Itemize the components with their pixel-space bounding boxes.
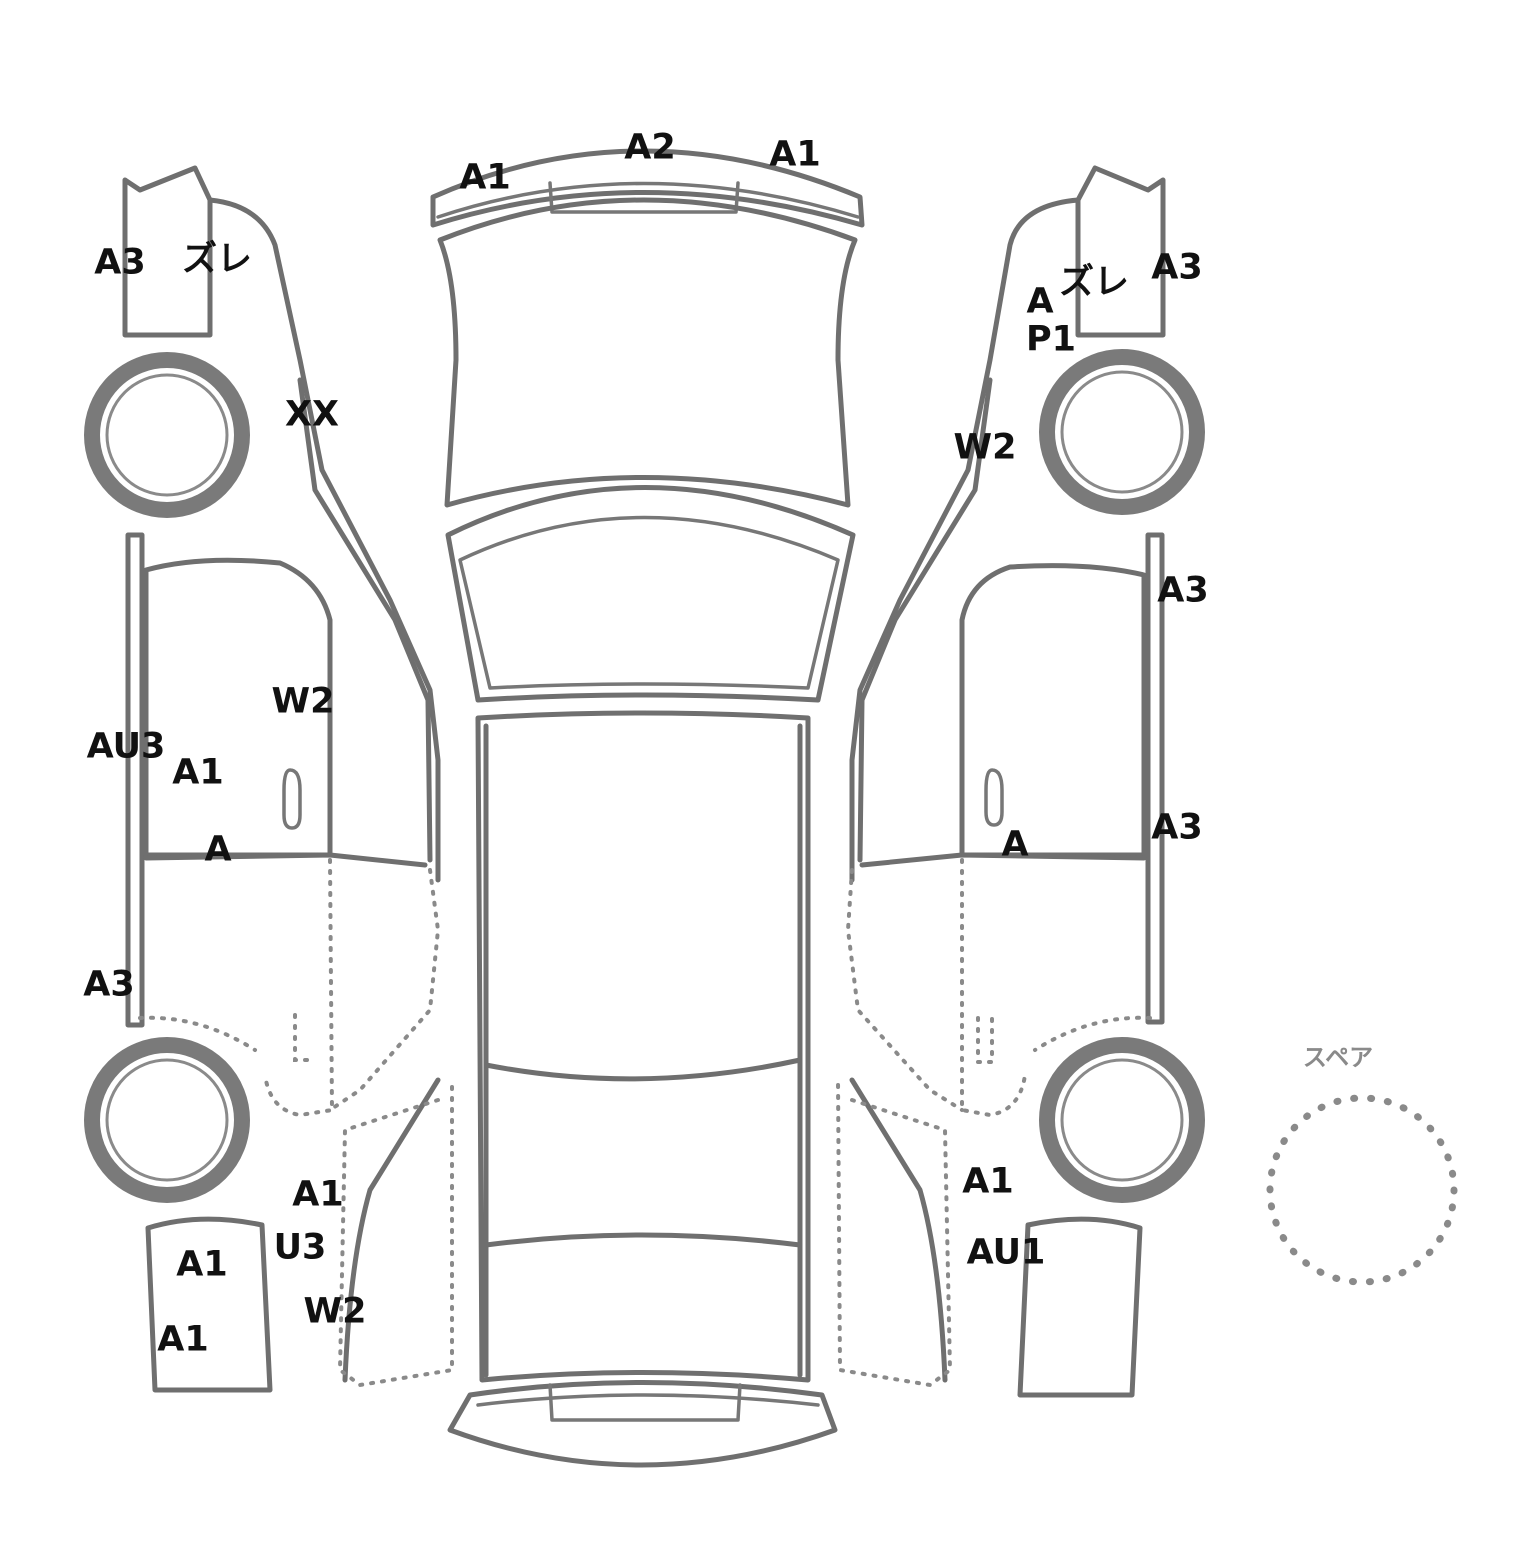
right-rear-door-dotted [960,858,1027,1118]
damage-mark-left-front-door-window: W2 [271,681,335,722]
left-pillar-line [297,377,433,863]
damage-mark-roof-front-left: A1 [459,157,511,198]
damage-mark-left-fender-misalign: ズレ [181,239,253,280]
right-rear-arch-dotted [1033,1015,1152,1052]
left-door-handle [282,768,302,830]
damage-mark-right-fender-a: A [1026,281,1054,322]
front-bumper-grille [436,181,860,219]
left-front-rim [105,373,229,497]
right-front-door [959,563,1147,858]
right-front-rim [1060,370,1184,494]
damage-mark-left-rear-rocker: A3 [83,964,135,1005]
damage-mark-left-fender-outer: A3 [94,242,146,283]
damage-mark-left-rear-quarter-a: A1 [292,1174,344,1215]
rear-window-bottom [483,1232,803,1248]
damage-mark-right-front-door-lower: A [1001,824,1029,865]
left-front-door [143,557,333,858]
top-view [430,148,865,1468]
damage-mark-left-rocker: AU3 [86,726,166,767]
rear-bumper [447,1380,838,1468]
left-rear-bumper [145,1216,273,1393]
damage-mark-left-rear-window: W2 [303,1291,367,1332]
left-rear-quarter-dotted [337,1078,454,1388]
damage-mark-right-windshield: W2 [953,427,1017,468]
damage-mark-right-rear-bumper: AU1 [966,1232,1046,1273]
left-front-tire [84,352,250,518]
damage-mark-left-rear-quarter-u: U3 [273,1227,327,1268]
left-rear-arch-dotted [138,1015,257,1052]
spare-tire-dotted-circle [1266,1094,1458,1286]
damage-mark-right-fender-paint: P1 [1025,319,1077,360]
spare-tire [1266,1094,1458,1286]
left-rear-door-dotted [263,858,335,1118]
right-rear-tire [1039,1037,1205,1203]
damage-mark-left-front-door-lower: A [204,829,232,870]
right-rear-rim [1060,1058,1184,1182]
left-belt-line [143,852,428,868]
damage-mark-left-rear-bumper-lower: A1 [157,1319,209,1360]
spare-tire-label: スペア [1302,1043,1374,1072]
damage-mark-right-rear-quarter: A1 [962,1161,1014,1202]
left-rear-rim [105,1058,229,1182]
right-rear-bumper [1017,1216,1143,1398]
right-rear-door-dotted-edge [845,868,964,1112]
damage-mark-right-rocker-front: A3 [1157,570,1209,611]
right-rear-handle-dotted [976,1016,994,1064]
right-rocker-strip [1145,532,1165,1025]
damage-mark-left-front-door-upper: A1 [172,752,224,793]
right-front-tire [1039,349,1205,515]
left-rear-tire [84,1037,250,1203]
damage-mark-right-fender-outer: A3 [1151,247,1203,288]
right-fender [849,197,1081,883]
front-bumper-slot [548,181,740,214]
damage-mark-roof-front-right: A1 [769,134,821,175]
left-rear-quarter [342,1077,441,1383]
rear-bumper-slot [548,1383,742,1422]
right-belt-line [859,852,1147,868]
damage-mark-left-rear-bumper-upper: A1 [176,1244,228,1285]
roof [475,710,811,1383]
damage-mark-left-a-pillar: XX [285,394,339,435]
right-front-bumper [1075,165,1166,338]
damage-mark-right-fender-misalign: ズレ [1058,262,1130,303]
right-rear-quarter-dotted [836,1078,953,1388]
rear-window-top [483,1057,803,1082]
left-fender [207,197,441,883]
windshield-outer [445,485,856,703]
hood [437,197,858,508]
right-pillar-line [857,377,993,863]
right-door-handle [984,768,1004,827]
damage-mark-roof-front-center: A2 [624,127,676,168]
left-rear-handle-dotted [293,1013,312,1062]
left-rear-door-dotted-edge [328,868,441,1112]
right-side-view [836,165,1205,1398]
windshield-inner [458,515,840,690]
right-rear-quarter [849,1077,948,1383]
left-side-view [84,165,454,1393]
rear-bumper-inner [476,1393,820,1407]
front-bumper [430,148,865,228]
left-rocker-strip [125,532,145,1028]
damage-mark-right-rocker-middle: A3 [1151,807,1203,848]
